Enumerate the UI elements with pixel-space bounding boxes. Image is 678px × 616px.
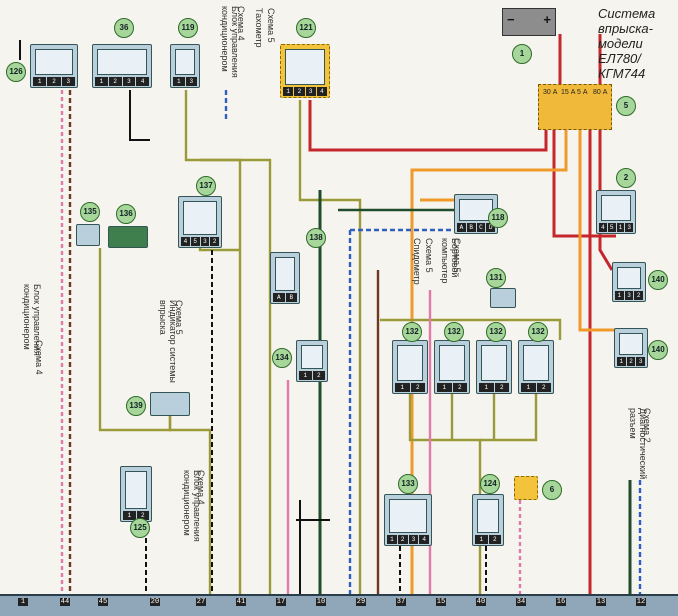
tag-131: 131 <box>486 268 506 288</box>
tag-118: 118 <box>488 208 508 228</box>
tag-121: 121 <box>296 18 316 38</box>
diagram-title: Система впрыска- модели ЕЛ780/КГМ744 <box>598 6 672 81</box>
tag-135: 135 <box>80 202 100 222</box>
tag-124: 124 <box>480 474 500 494</box>
wire-olive-3 <box>200 158 242 594</box>
title-line2: модели ЕЛ780/КГМ744 <box>598 36 646 81</box>
caption-ac-mid: Блок управления кондиционером <box>182 470 202 542</box>
battery-plus: + <box>543 12 551 27</box>
tag-2: 2 <box>616 168 636 188</box>
caption-ac-top-scheme: Схема 4 <box>236 6 246 41</box>
tag-133: 133 <box>398 474 418 494</box>
caption-diag: Диагностический разъем <box>628 408 648 480</box>
fuse-80a: 80 А <box>593 89 608 96</box>
connector-136 <box>108 226 148 248</box>
fuse-30a: 30 А <box>543 89 558 96</box>
fuse-15a: 15 А <box>561 89 576 96</box>
tag-132-4: 132 <box>528 322 548 342</box>
tag-138: 138 <box>306 228 326 248</box>
wire-olive-139b <box>168 416 212 594</box>
tag-1: 1 <box>512 44 532 64</box>
wire-ground-36 <box>129 90 150 141</box>
tag-134: 134 <box>272 348 292 368</box>
wire-orange-2 <box>578 128 620 332</box>
tag-119: 119 <box>178 18 198 38</box>
caption-ac-top-label: Блок управления кондиционером <box>220 6 240 78</box>
tag-126: 126 <box>6 62 26 82</box>
tag-139: 139 <box>126 396 146 416</box>
tag-132-2: 132 <box>444 322 464 342</box>
tag-36: 36 <box>114 18 134 38</box>
fuse-6 <box>514 476 538 500</box>
caption-indicator-scheme: Схема 5 <box>174 300 184 335</box>
module-139 <box>150 392 190 416</box>
fuse-block: 30 А 15 А 5 А 80 А <box>538 84 612 130</box>
caption-ac-top: Блок управления кондиционером <box>220 6 240 92</box>
wire-olive-2 <box>298 100 362 594</box>
sensor-131 <box>490 288 516 308</box>
battery-minus: − <box>507 12 515 27</box>
caption-ac-left: Блок управления кондиционером <box>22 284 42 356</box>
wire-olive-inj <box>380 318 562 340</box>
caption-board-scheme: Схема 5 <box>452 238 462 273</box>
caption-speedo: Спидометр <box>412 238 422 285</box>
tag-6: 6 <box>542 480 562 500</box>
wire-red-relay <box>598 128 614 271</box>
caption-speedo-scheme: Схема 5 <box>424 238 434 273</box>
tag-136: 136 <box>116 204 136 224</box>
fuse-5a: 5 А <box>577 89 588 96</box>
tag-5: 5 <box>616 96 636 116</box>
sensor-135 <box>76 224 100 246</box>
caption-tacho: Тахометр <box>254 8 264 48</box>
caption-diag-scheme: Схема 2 <box>642 408 652 443</box>
wire-red-main <box>308 100 548 152</box>
caption-tacho-scheme: Схема 5 <box>266 8 276 43</box>
caption-indicator: Индикатор системы впрыска <box>158 300 178 383</box>
tag-140-b: 140 <box>648 340 668 360</box>
caption-ac-left-scheme: Схема 4 <box>34 340 44 375</box>
tag-140-a: 140 <box>648 270 668 290</box>
tag-132-3: 132 <box>486 322 506 342</box>
battery: − + <box>502 8 556 36</box>
wire-olive-inj5 <box>480 394 538 442</box>
title-line1: Система впрыска- <box>598 6 656 36</box>
caption-ac-mid-scheme: Схема 4 <box>196 470 206 505</box>
wire-red-2 <box>552 128 616 238</box>
tag-137: 137 <box>196 176 216 196</box>
caption-board: Бортовой компьютер <box>440 238 460 284</box>
tag-132-1: 132 <box>402 322 422 342</box>
tag-125: 125 <box>130 518 150 538</box>
